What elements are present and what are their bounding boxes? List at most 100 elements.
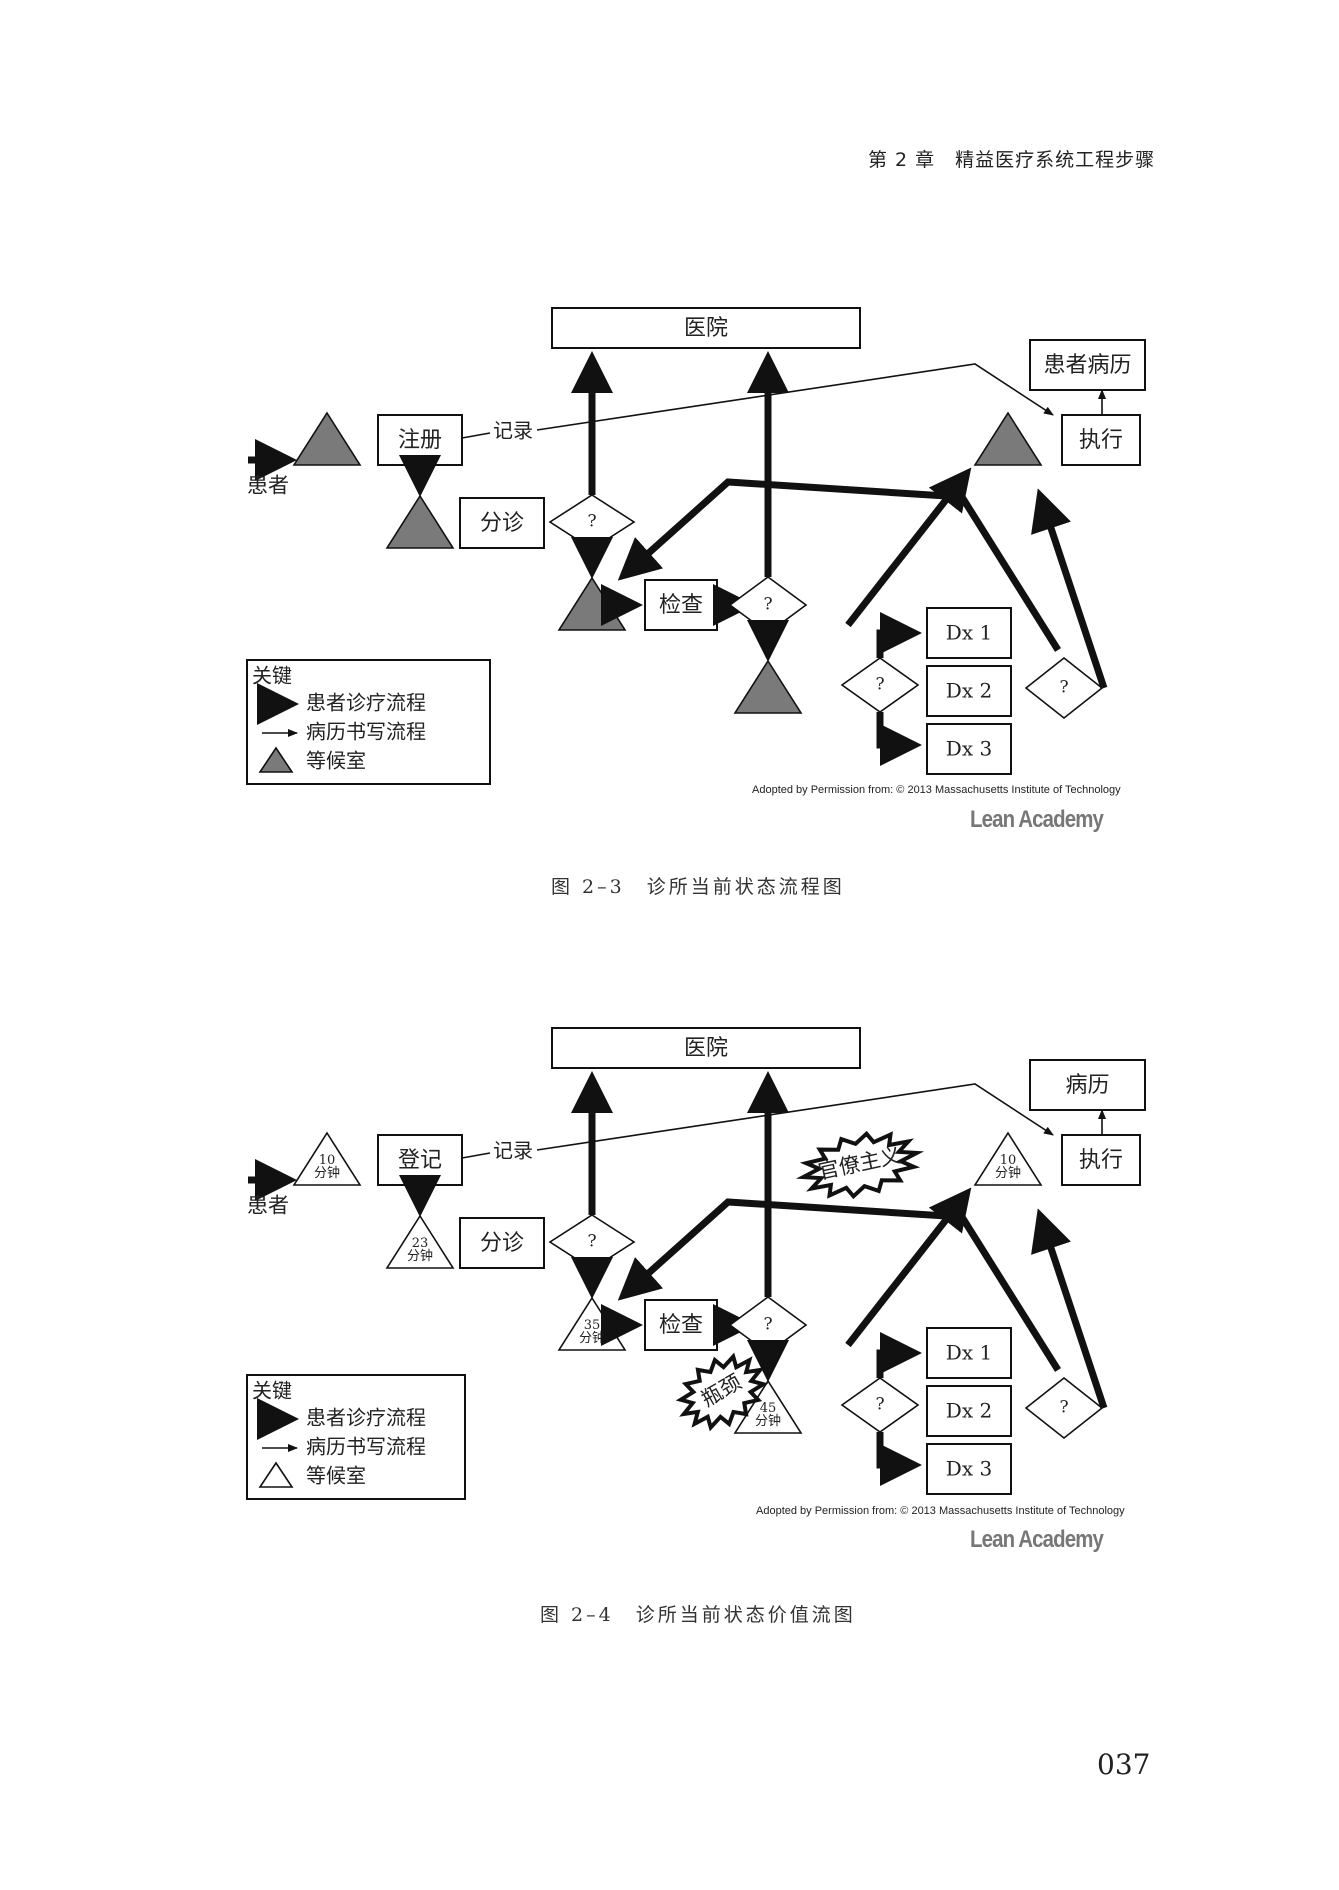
callout-bureaucracy-shape xyxy=(795,1130,925,1200)
legend-item-waiting-room: 等候室 xyxy=(306,1464,366,1488)
legend-waiting-icon xyxy=(258,1461,294,1488)
dx2-box xyxy=(926,1385,1012,1437)
waiting-room-2-time-value: 23 xyxy=(412,1236,429,1251)
decision-dx-label: ? xyxy=(875,675,884,695)
decision-3 xyxy=(1024,656,1104,720)
legend-item-patient-flow: 患者诊疗流程 xyxy=(306,1406,426,1430)
decision3-to-waiting5-arrow xyxy=(1031,1208,1108,1410)
to-dx3-arrow xyxy=(876,712,922,766)
dx1-box xyxy=(926,607,1012,659)
dx2-box xyxy=(926,665,1012,717)
waiting-room-4-time-value: 45 xyxy=(760,1401,777,1416)
waiting-room-4-time-unit: 分钟 xyxy=(755,1413,781,1429)
dx1-box xyxy=(926,1327,1012,1379)
exam-box xyxy=(644,1299,718,1351)
decision-2-label: ? xyxy=(763,1315,772,1335)
dx1-box-label: Dx 1 xyxy=(946,621,992,645)
hospital-box xyxy=(551,1027,861,1069)
legend-title: 关键 xyxy=(252,1379,292,1403)
triage-box-label: 分诊 xyxy=(480,511,524,536)
dx1-box-label: Dx 1 xyxy=(946,1341,992,1365)
decision-1-label: ? xyxy=(587,1232,596,1252)
record-line-start xyxy=(461,432,491,439)
figure-2-3-logo: Lean Academy xyxy=(970,806,1104,833)
patient-record-box-label: 患者病历 xyxy=(1043,353,1131,378)
dx3-box-label: Dx 3 xyxy=(946,737,992,761)
dx2-box-label: Dx 2 xyxy=(946,1399,992,1423)
record-line-start xyxy=(461,1152,491,1159)
figure-2-4-caption: 图 2–4 诊所当前状态价值流图 xyxy=(540,1604,856,1626)
patient-label: 患者 xyxy=(247,474,289,498)
decision-3-label: ? xyxy=(1059,678,1068,698)
waiting-room-2 xyxy=(385,494,455,549)
legend-item-record-flow: 病历书写流程 xyxy=(306,1435,426,1459)
callout-bottleneck-shape xyxy=(675,1352,769,1432)
decision2-to-waiting5-arrow xyxy=(845,467,972,628)
to-dx1-arrow xyxy=(876,1332,922,1378)
decision-dx-label: ? xyxy=(875,1395,884,1415)
callout-bottleneck: 瓶颈 xyxy=(675,1352,769,1432)
record-writing-flow xyxy=(536,363,1054,431)
to-dx1-arrow xyxy=(876,612,922,658)
legend-waiting-icon xyxy=(258,746,294,773)
decision-2-label: ? xyxy=(763,595,772,615)
waiting-room-5 xyxy=(973,411,1043,466)
figure-2-4-logo: Lean Academy xyxy=(970,1526,1104,1553)
legend-item-record-flow: 病历书写流程 xyxy=(306,720,426,744)
dx3-box-label: Dx 3 xyxy=(946,1457,992,1481)
exam-box-label: 检查 xyxy=(659,593,703,618)
execute-box xyxy=(1061,1134,1141,1186)
hospital-box-label: 医院 xyxy=(684,316,728,341)
triage-box xyxy=(459,497,545,549)
triage-box-label: 分诊 xyxy=(480,1231,524,1256)
legend-item-waiting-room: 等候室 xyxy=(306,749,366,773)
page-number: 037 xyxy=(1097,1748,1151,1781)
decision-3 xyxy=(1024,1376,1104,1440)
dx2-box-label: Dx 2 xyxy=(946,679,992,703)
decision-1-label: ? xyxy=(587,512,596,532)
execute-box-label: 执行 xyxy=(1079,428,1123,453)
patient-label: 患者 xyxy=(247,1194,289,1218)
waiting-room-1-time-value: 10 xyxy=(319,1153,336,1168)
waiting-room-2-time-unit: 分钟 xyxy=(407,1248,433,1264)
waiting-room-3-time-value: 35 xyxy=(584,1318,601,1333)
exam-box-label: 检查 xyxy=(659,1313,703,1338)
figure-2-3-caption: 图 2–3 诊所当前状态流程图 xyxy=(551,876,845,898)
record-line-label: 记录 xyxy=(493,1139,533,1163)
waiting-room-1 xyxy=(292,411,362,466)
patient-record-box xyxy=(1029,1059,1146,1111)
figure-2-3-credit: Adopted by Permission from: © 2013 Massa… xyxy=(752,784,1121,796)
hospital-box-label: 医院 xyxy=(684,1036,728,1061)
waiting-room-1-time-unit: 分钟 xyxy=(314,1165,340,1181)
register-box-label: 注册 xyxy=(398,428,442,453)
decision2-to-waiting5-arrow xyxy=(845,1187,972,1348)
waiting-room-5 xyxy=(973,1131,1043,1186)
waiting-room-5-time-unit: 分钟 xyxy=(995,1165,1021,1181)
waiting-room-5-time-value: 10 xyxy=(1000,1153,1017,1168)
legend-title: 关键 xyxy=(252,664,292,688)
return-loop-arrow xyxy=(617,1198,1061,1372)
record-line-label: 记录 xyxy=(493,419,533,443)
to-dx3-arrow xyxy=(876,1432,922,1486)
dx3-box xyxy=(926,723,1012,775)
callout-bureaucracy: 官僚主义 xyxy=(795,1130,925,1200)
dx3-box xyxy=(926,1443,1012,1495)
return-loop-arrow xyxy=(617,478,1061,652)
execute-box-label: 执行 xyxy=(1079,1148,1123,1173)
execute-box xyxy=(1061,414,1141,466)
record-writing-flow xyxy=(536,1083,1054,1151)
patient-record-box xyxy=(1029,339,1146,391)
triage-box xyxy=(459,1217,545,1269)
decision3-to-waiting5-arrow xyxy=(1031,488,1108,690)
waiting-room-2 xyxy=(385,1214,455,1269)
register-box-label: 登记 xyxy=(398,1148,442,1173)
hospital-box xyxy=(551,307,861,349)
legend-item-patient-flow: 患者诊疗流程 xyxy=(306,691,426,715)
waiting-room-1 xyxy=(292,1131,362,1186)
waiting-room-4 xyxy=(733,1379,803,1434)
decision-3-label: ? xyxy=(1059,1398,1068,1418)
patient-record-box-label: 病历 xyxy=(1065,1073,1109,1098)
exam-box xyxy=(644,579,718,631)
figure-2-4-credit: Adopted by Permission from: © 2013 Massa… xyxy=(756,1505,1125,1517)
